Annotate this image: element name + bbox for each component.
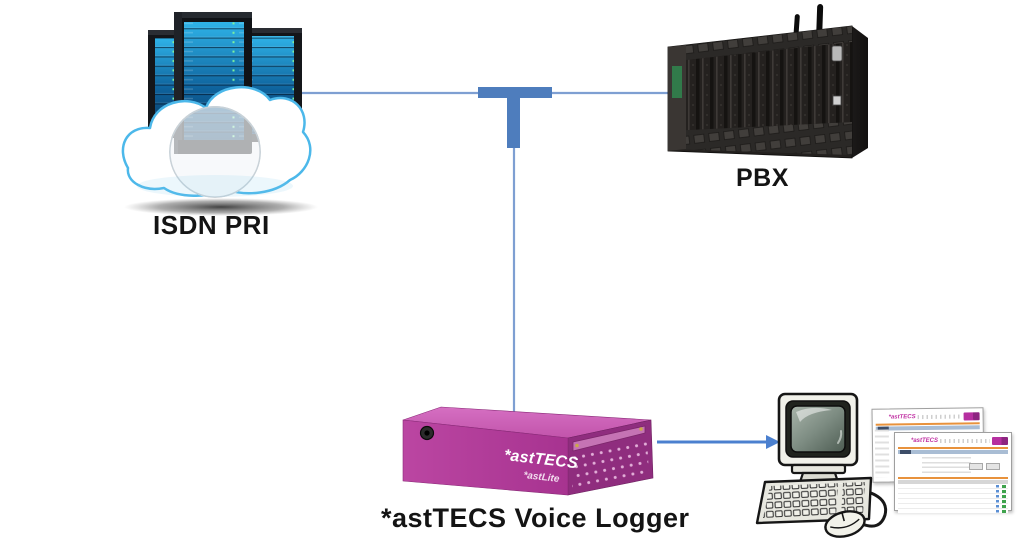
voice-logger-icon [402,406,654,496]
keyboard-section-gap [836,484,843,516]
screen-highlight [796,407,832,422]
logger-front-face [402,419,569,496]
mouse [824,510,866,538]
report-button [986,463,1000,470]
report-header-script [917,414,962,420]
crt-monitor [777,392,859,493]
logger-screw-left [575,443,579,448]
report-logo-image [963,412,980,421]
pbx-green-label [672,66,682,98]
voice-logger-label: *astTECS Voice Logger [381,503,690,533]
report-header-script [940,439,990,443]
report-logo-image [992,437,1008,445]
logger-slot [572,425,646,452]
report-page-front: *astTECS [894,432,1012,514]
logger-screw-right [639,427,643,431]
t-junction-stem [507,95,520,148]
pbx-card-slots [668,42,852,131]
t-junction-bar [478,87,552,98]
report-search-form [898,456,1004,476]
pbx-db9-connector [831,45,843,62]
pbx-top-module-row [668,26,852,62]
monitoring-pc-icon [755,392,888,538]
report-logo: *astTECS [911,438,939,444]
logger-power-button-center [424,430,430,436]
report-toolbar [898,450,1008,454]
pbx-usb-port [832,95,842,106]
pbx-label: PBX [736,164,789,192]
isdn-pri-label: ISDN PRI [153,210,270,240]
report-rule [898,447,1008,449]
logger-vent-holes [572,438,649,492]
pbx-bottom-module-row [668,122,852,155]
monitor-chin [790,463,847,475]
pbx-icon [667,4,868,159]
report-header: *astTECS [898,436,1008,446]
report-form-buttons [969,463,1000,470]
pbx-side-face [852,26,868,158]
cloud-bottom-shading [137,175,293,197]
mouse-cable [855,487,888,528]
report-button [969,463,983,470]
report-rule [898,477,1008,479]
cloud-shadow [124,198,318,216]
cloud-frosted-dome [169,106,261,198]
isdn-cloud-servers-icon [121,12,318,216]
report-form-fields [922,457,971,475]
report-table-rows [898,484,1008,514]
report-table-header [898,480,1008,484]
